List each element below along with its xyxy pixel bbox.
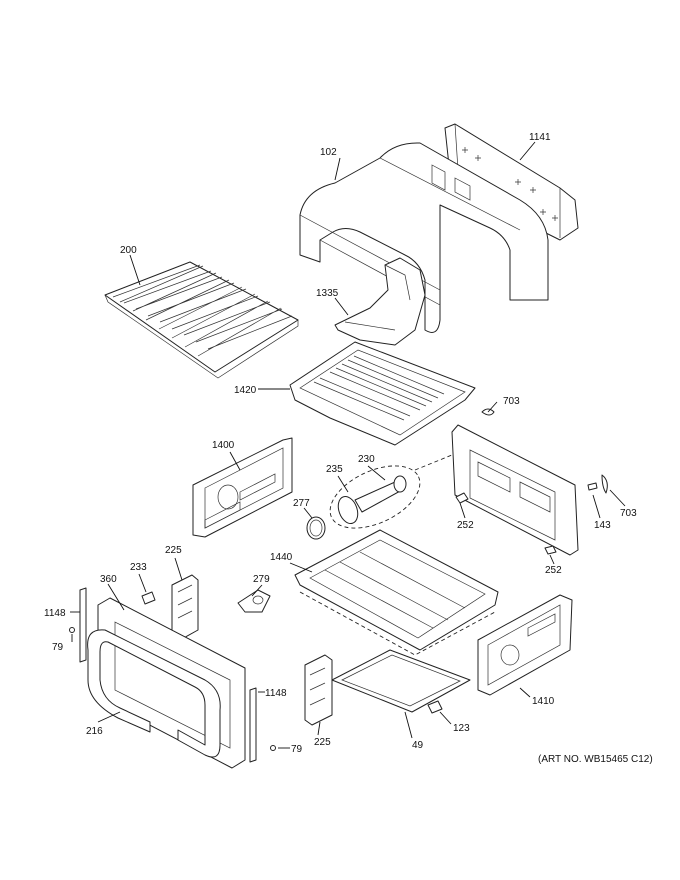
label-252-a: 252 — [457, 520, 474, 531]
part-200-oven-rack[interactable] — [104, 261, 299, 379]
part-79-screw-left[interactable] — [69, 627, 75, 633]
label-102: 102 — [320, 147, 337, 158]
part-143-screw[interactable] — [587, 482, 598, 491]
label-230: 230 — [358, 454, 375, 465]
label-49: 49 — [412, 740, 424, 751]
part-703-clip-side[interactable] — [601, 474, 608, 494]
part-1148-door-trim-left[interactable] — [79, 587, 87, 663]
part-1440-oven-floor[interactable] — [294, 529, 499, 656]
part-49-drawer-bottom[interactable] — [331, 649, 471, 713]
label-279: 279 — [253, 574, 270, 585]
part-102-cover[interactable] — [299, 142, 549, 333]
label-703-top: 703 — [503, 396, 520, 407]
callout-labels: 102 1141 200 1335 1420 703 1400 235 230 … — [44, 132, 653, 765]
label-1410: 1410 — [532, 696, 555, 707]
label-225-bottom: 225 — [314, 737, 331, 748]
part-79-screw-right[interactable] — [270, 745, 276, 751]
label-1148-right: 1148 — [265, 688, 287, 699]
label-200: 200 — [120, 245, 137, 256]
label-235: 235 — [326, 464, 343, 475]
part-1420-oven-bottom[interactable] — [289, 341, 476, 446]
part-252-bracket-a[interactable] — [455, 492, 469, 504]
label-225-top: 225 — [165, 545, 182, 556]
label-1400: 1400 — [212, 440, 235, 451]
leader-lines — [70, 141, 626, 749]
label-143: 143 — [594, 520, 611, 531]
label-1148-left: 1148 — [44, 608, 66, 619]
part-252-bracket-b[interactable] — [544, 545, 557, 555]
label-252-b: 252 — [545, 565, 562, 576]
label-1440: 1440 — [270, 552, 293, 563]
part-230-235-burner-assembly[interactable] — [321, 453, 430, 541]
label-1141: 1141 — [529, 132, 551, 143]
part-1400-side-panel[interactable] — [192, 437, 293, 538]
art-number: (ART NO. WB15465 C12) — [538, 754, 653, 765]
label-79-left: 79 — [52, 642, 64, 653]
label-1335: 1335 — [316, 288, 339, 299]
part-1148-door-trim-right[interactable] — [249, 687, 257, 763]
part-1335-vent-duct[interactable] — [334, 257, 426, 346]
part-225-hinge-bottom[interactable] — [304, 654, 333, 726]
part-279-thermostat[interactable] — [237, 589, 271, 613]
part-123-clip[interactable] — [427, 700, 443, 714]
label-233: 233 — [130, 562, 147, 573]
part-277-ring[interactable] — [306, 516, 326, 540]
part-225-hinge-top[interactable] — [171, 574, 199, 641]
label-79-right: 79 — [291, 744, 303, 755]
part-rear-wall-panel[interactable] — [414, 424, 579, 556]
label-360: 360 — [100, 574, 117, 585]
label-1420: 1420 — [234, 385, 257, 396]
label-123: 123 — [453, 723, 470, 734]
label-277: 277 — [293, 498, 310, 509]
part-1410-drawer-back[interactable] — [477, 594, 573, 696]
label-216: 216 — [86, 726, 103, 737]
part-216-door-gasket[interactable] — [87, 629, 221, 758]
label-703-side: 703 — [620, 508, 637, 519]
part-233-switch[interactable] — [141, 591, 156, 605]
